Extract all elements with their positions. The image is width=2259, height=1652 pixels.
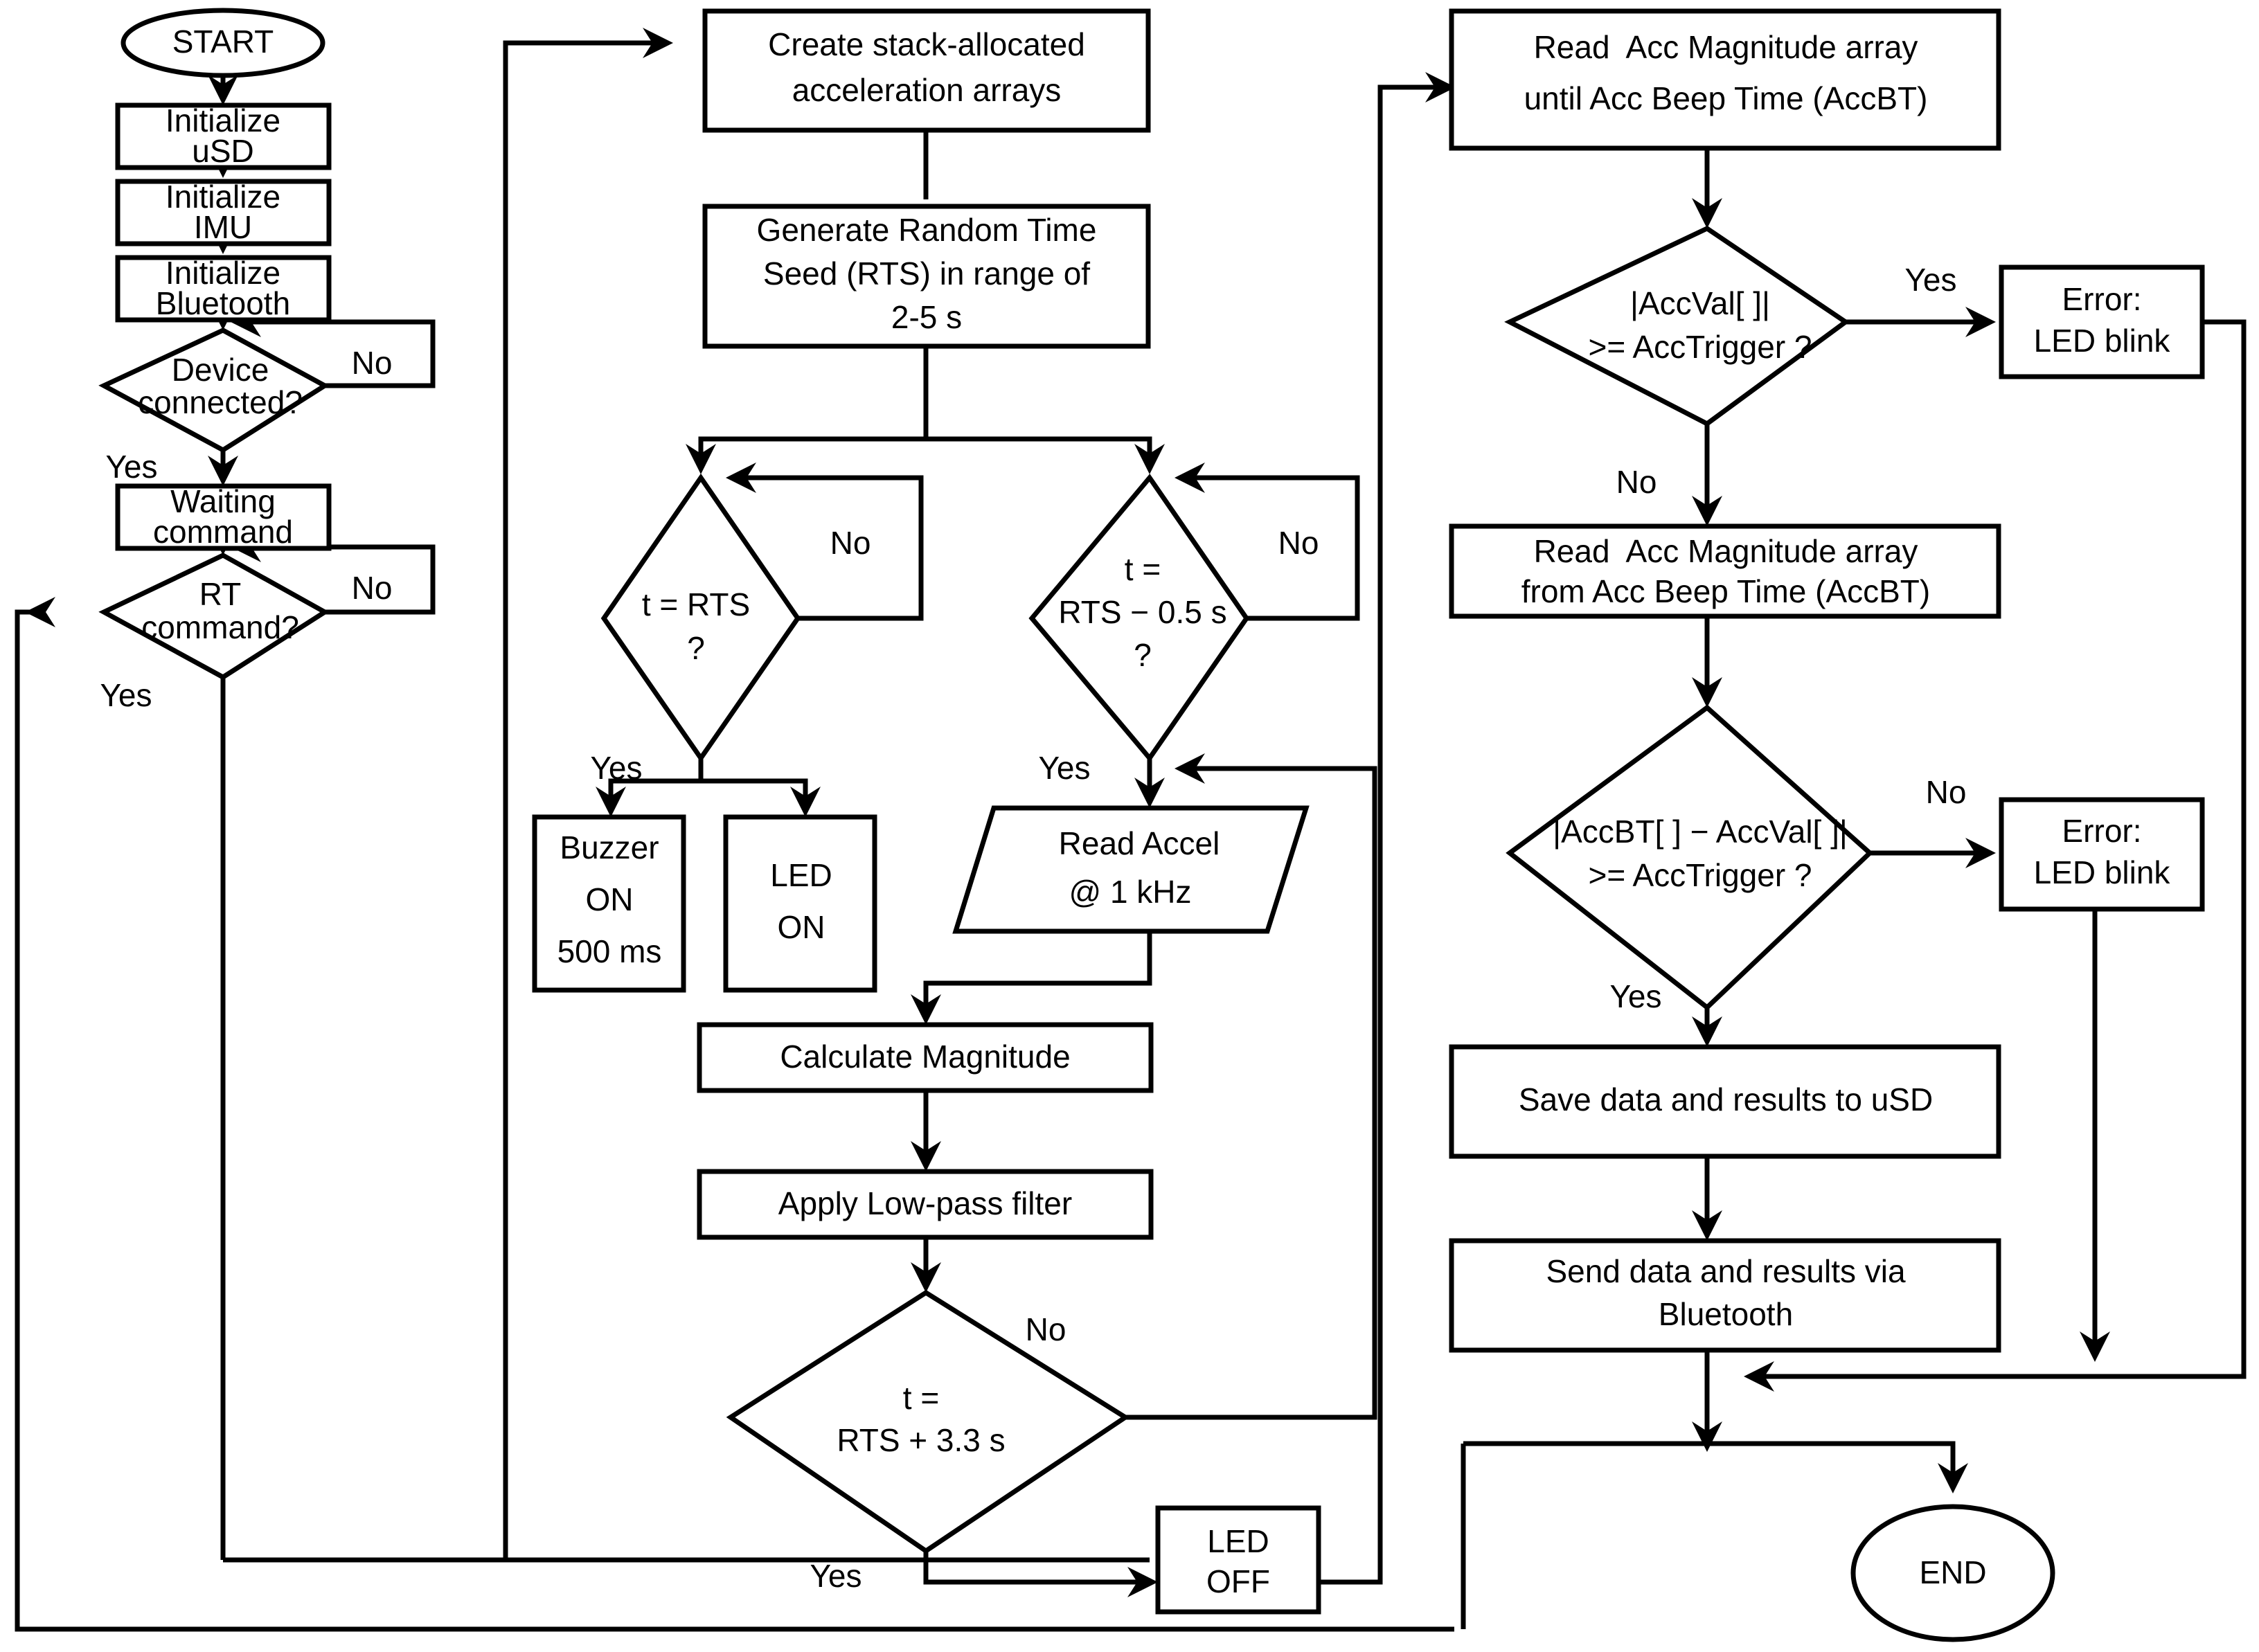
node-lowpass[interactable]: Apply Low-pass filter bbox=[697, 1169, 1154, 1240]
node-t-eq-rts[interactable]: t = RTS ? bbox=[600, 473, 801, 763]
node-start-label: START bbox=[172, 24, 274, 60]
node-initialize-imu-line2: IMU bbox=[194, 209, 252, 245]
node-initialize-imu[interactable]: Initialize IMU bbox=[115, 179, 332, 246]
node-error-blink-2-line1: Error: bbox=[2062, 813, 2142, 849]
edge-label-rt-no: No bbox=[352, 570, 393, 606]
node-t-eq-rts-line2: ? bbox=[687, 630, 705, 666]
node-initialize-usd-line1: Initialize bbox=[166, 102, 280, 138]
node-rt-command[interactable]: RT command? bbox=[98, 553, 330, 681]
edge-label-device-yes: Yes bbox=[105, 449, 157, 485]
node-initialize-usd-line2: uSD bbox=[192, 133, 253, 169]
node-initialize-imu-line1: Initialize bbox=[166, 179, 280, 215]
edge-label-rt-yes: Yes bbox=[100, 677, 152, 713]
node-initialize-bluetooth-line1: Initialize bbox=[166, 255, 280, 291]
edge-label-accbt-yes: Yes bbox=[1609, 978, 1661, 1014]
node-waiting-command[interactable]: Waiting command bbox=[115, 483, 332, 551]
node-waiting-command-line2: command bbox=[153, 514, 293, 550]
node-t-eq-rts-minus[interactable]: t = RTS − 0.5 s ? bbox=[1028, 474, 1250, 762]
edge-label-trts-no: No bbox=[830, 525, 871, 561]
node-initialize-bluetooth[interactable]: Initialize Bluetooth bbox=[115, 255, 332, 323]
node-accbt-check-line2: >= AccTrigger ? bbox=[1588, 857, 1812, 893]
node-read-until-accbt-line1: Read Acc Magnitude array bbox=[1534, 29, 1918, 65]
node-device-connected-line1: Device bbox=[172, 352, 269, 388]
node-lowpass-line1: Apply Low-pass filter bbox=[778, 1185, 1072, 1221]
node-end-label: END bbox=[1919, 1554, 1986, 1590]
node-send-bt-line1: Send data and results via bbox=[1546, 1253, 1906, 1289]
node-accval-check[interactable]: |AccVal[ ]| >= AccTrigger ? bbox=[1504, 225, 1850, 427]
node-read-from-accbt[interactable]: Read Acc Magnitude array from Acc Beep T… bbox=[1449, 523, 2001, 619]
node-calculate-magnitude-line1: Calculate Magnitude bbox=[780, 1039, 1070, 1075]
edge-label-trts-yes: Yes bbox=[590, 750, 642, 786]
node-t-eq-rts-minus-line3: ? bbox=[1134, 637, 1152, 673]
node-led-off-line2: OFF bbox=[1206, 1563, 1270, 1599]
edge-label-accval-yes: Yes bbox=[1904, 262, 1956, 298]
node-buzzer-on-line3: 500 ms bbox=[557, 933, 662, 969]
node-accval-check-line1: |AccVal[ ]| bbox=[1630, 285, 1770, 321]
node-calculate-magnitude[interactable]: Calculate Magnitude bbox=[697, 1022, 1154, 1093]
node-generate-rts-line1: Generate Random Time bbox=[757, 212, 1097, 248]
edge-label-trtsminus-no: No bbox=[1278, 525, 1319, 561]
node-create-arrays-line1: Create stack-allocated bbox=[768, 26, 1085, 62]
node-end[interactable]: END bbox=[1850, 1504, 2055, 1642]
edge-label-trtsplus-yes: Yes bbox=[810, 1558, 861, 1594]
edge-label-trtsminus-yes: Yes bbox=[1038, 750, 1090, 786]
node-led-on-line1: LED bbox=[770, 857, 832, 893]
node-read-accel-line2: @ 1 kHz bbox=[1069, 874, 1191, 910]
node-t-eq-rts-minus-line1: t = bbox=[1125, 551, 1161, 587]
node-error-blink-2[interactable]: Error: LED blink bbox=[1999, 797, 2205, 912]
node-generate-rts-line2: Seed (RTS) in range of bbox=[763, 255, 1090, 291]
edge-label-accbt-no: No bbox=[1926, 774, 1967, 810]
node-generate-rts-line3: 2-5 s bbox=[891, 299, 962, 335]
node-buzzer-on-line1: Buzzer bbox=[560, 829, 659, 865]
node-initialize-bluetooth-line2: Bluetooth bbox=[156, 285, 290, 321]
node-send-bt[interactable]: Send data and results via Bluetooth bbox=[1449, 1238, 2001, 1353]
node-device-connected-line2: connected? bbox=[138, 384, 303, 420]
node-error-blink-1-line1: Error: bbox=[2062, 281, 2142, 317]
node-t-eq-rts-plus[interactable]: t = RTS + 3.3 s bbox=[726, 1289, 1130, 1554]
node-rt-command-line1: RT bbox=[199, 576, 242, 612]
node-t-eq-rts-plus-line1: t = bbox=[903, 1380, 939, 1416]
node-save-usd-line1: Save data and results to uSD bbox=[1519, 1081, 1933, 1117]
edge-labels: No Yes No Yes No Yes No Yes No Yes Yes N… bbox=[100, 262, 1966, 1594]
node-led-off[interactable]: LED OFF bbox=[1155, 1505, 1321, 1615]
node-error-blink-2-line2: LED blink bbox=[2034, 854, 2171, 890]
node-waiting-command-line1: Waiting bbox=[170, 483, 276, 519]
node-read-until-accbt-line2: until Acc Beep Time (AccBT) bbox=[1524, 80, 1928, 116]
node-led-on-line2: ON bbox=[778, 909, 825, 945]
node-read-from-accbt-line1: Read Acc Magnitude array bbox=[1534, 533, 1918, 569]
node-buzzer-on[interactable]: Buzzer ON 500 ms bbox=[532, 814, 686, 993]
node-accbt-check[interactable]: |AccBT[ ] − AccVal[ ]| >= AccTrigger ? bbox=[1506, 704, 1874, 1011]
node-generate-rts[interactable]: Generate Random Time Seed (RTS) in range… bbox=[702, 204, 1151, 349]
node-create-arrays-line2: acceleration arrays bbox=[792, 72, 1062, 108]
node-send-bt-line2: Bluetooth bbox=[1659, 1296, 1793, 1332]
node-t-eq-rts-plus-line2: RTS + 3.3 s bbox=[837, 1422, 1005, 1458]
node-t-eq-rts-line1: t = RTS bbox=[642, 586, 750, 622]
node-error-blink-1-line2: LED blink bbox=[2034, 323, 2171, 359]
node-error-blink-1[interactable]: Error: LED blink bbox=[1999, 264, 2205, 379]
node-initialize-usd[interactable]: Initialize uSD bbox=[115, 102, 332, 170]
node-buzzer-on-line2: ON bbox=[586, 881, 634, 917]
node-rt-command-line2: command? bbox=[141, 609, 299, 645]
node-t-eq-rts-minus-line2: RTS − 0.5 s bbox=[1058, 594, 1226, 630]
edge-label-trtsplus-no: No bbox=[1026, 1311, 1066, 1347]
node-device-connected[interactable]: Device connected? bbox=[98, 327, 330, 454]
node-read-accel[interactable]: Read Accel @ 1 kHz bbox=[952, 805, 1310, 934]
node-led-on[interactable]: LED ON bbox=[723, 814, 877, 993]
node-start[interactable]: START bbox=[120, 8, 325, 78]
node-led-off-line1: LED bbox=[1207, 1523, 1269, 1559]
node-accbt-check-line1: |AccBT[ ] − AccVal[ ]| bbox=[1553, 814, 1848, 850]
node-read-from-accbt-line2: from Acc Beep Time (AccBT) bbox=[1521, 573, 1930, 609]
node-accval-check-line2: >= AccTrigger ? bbox=[1588, 329, 1812, 365]
node-create-arrays[interactable]: Create stack-allocated acceleration arra… bbox=[702, 8, 1151, 133]
node-read-accel-line1: Read Accel bbox=[1059, 825, 1220, 861]
edge-label-accval-no: No bbox=[1616, 464, 1657, 500]
edge-label-device-no: No bbox=[352, 345, 393, 381]
node-save-usd[interactable]: Save data and results to uSD bbox=[1449, 1044, 2001, 1159]
node-read-until-accbt[interactable]: Read Acc Magnitude array until Acc Beep … bbox=[1449, 8, 2001, 151]
